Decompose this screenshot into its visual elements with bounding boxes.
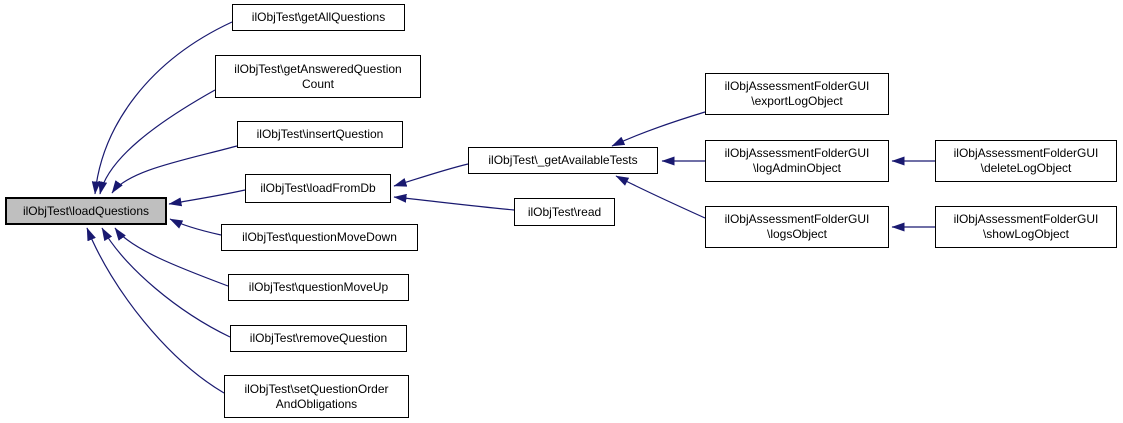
edge-setQuestionOrderAndObligations-to-loadQuestions — [86, 227, 225, 394]
edge-insertQuestion-to-loadQuestions — [111, 145, 238, 194]
node-label-line: \deleteLogObject — [980, 161, 1072, 175]
node-ilobjtest-getansweredquestioncount[interactable]: ilObjTest\getAnsweredQuestion Count — [215, 55, 421, 98]
node-ilobjtest-removequestion[interactable]: ilObjTest\removeQuestion — [230, 325, 407, 352]
node-label-line: ilObjTest\getAllQuestions — [251, 10, 386, 24]
node-ilobjtest-insertquestion[interactable]: ilObjTest\insertQuestion — [237, 121, 403, 148]
node-label-line: ilObjAssessmentFolderGUI — [724, 212, 870, 226]
node-ilobjassessmentfoldergui-showlogobject[interactable]: ilObjAssessmentFolderGUI \showLogObject — [935, 206, 1117, 248]
node-ilobjtest-questionmovedown[interactable]: ilObjTest\questionMoveDown — [221, 224, 418, 251]
node-label-line: \logAdminObject — [752, 161, 842, 175]
edge-logsObject-to-getAvailableTests — [615, 175, 706, 219]
node-ilobjtest-loadfromdb[interactable]: ilObjTest\loadFromDb — [245, 174, 391, 203]
node-ilobjtest-getallquestions[interactable]: ilObjTest\getAllQuestions — [232, 4, 405, 31]
node-ilobjassessmentfoldergui-logadminobject[interactable]: ilObjAssessmentFolderGUI \logAdminObject — [705, 140, 889, 182]
node-label-line: ilObjTest\_getAvailableTests — [488, 153, 638, 167]
node-label-line: \logsObject — [766, 227, 828, 241]
node-label-line: ilObjTest\read — [527, 204, 602, 219]
node-ilobjtest-setquestionorderandobligations[interactable]: ilObjTest\setQuestionOrder AndObligation… — [224, 375, 409, 418]
edge-loadFromDb-to-loadQuestions — [168, 189, 246, 207]
node-label-line: ilObjTest\loadQuestions — [22, 203, 150, 218]
node-label-line: ilObjTest\setQuestionOrder — [244, 381, 389, 396]
node-label-line: ilObjAssessmentFolderGUI — [953, 146, 1099, 160]
node-label-line: ilObjTest\questionMoveUp — [248, 280, 389, 294]
node-label-line: AndObligations — [275, 396, 358, 411]
node-label-line: ilObjAssessmentFolderGUI — [953, 212, 1099, 226]
node-ilobjtest-loadquestions: ilObjTest\loadQuestions — [5, 197, 167, 225]
node-label-line: ilObjAssessmentFolderGUI — [724, 146, 870, 160]
node-ilobjassessmentfoldergui-deletelogobject[interactable]: ilObjAssessmentFolderGUI \deleteLogObjec… — [935, 140, 1117, 182]
edge-questionMoveDown-to-loadQuestions — [169, 218, 222, 236]
node-label-line: ilObjAssessmentFolderGUI — [724, 79, 870, 93]
edge-getAvailableTests-to-loadFromDb — [393, 163, 469, 187]
edge-getAnsweredQuestionCount-to-loadQuestions — [98, 89, 216, 195]
node-label-line: ilObjTest\removeQuestion — [249, 331, 388, 345]
node-label-line: ilObjTest\insertQuestion — [256, 127, 384, 141]
node-label-line: ilObjTest\getAnsweredQuestion — [234, 61, 402, 76]
node-ilobjtest-read[interactable]: ilObjTest\read — [514, 198, 615, 226]
node-ilobjtest-getavailabletests[interactable]: ilObjTest\_getAvailableTests — [468, 147, 658, 174]
node-ilobjassessmentfoldergui-logsobject[interactable]: ilObjAssessmentFolderGUI \logsObject — [705, 206, 889, 248]
edge-questionMoveUp-to-loadQuestions — [114, 227, 229, 287]
node-label-line: ilObjTest\questionMoveDown — [242, 230, 397, 244]
node-label-line: ilObjTest\loadFromDb — [260, 181, 376, 195]
node-label-line: Count — [301, 76, 335, 91]
node-label-line: \showLogObject — [982, 227, 1070, 241]
edge-removeQuestion-to-loadQuestions — [101, 227, 231, 338]
edge-read-to-loadFromDb — [393, 193, 515, 211]
node-ilobjtest-questionmoveup[interactable]: ilObjTest\questionMoveUp — [228, 274, 409, 301]
edge-getAllQuestions-to-loadQuestions — [91, 21, 233, 195]
node-ilobjassessmentfoldergui-exportlogobject[interactable]: ilObjAssessmentFolderGUI \exportLogObjec… — [705, 73, 889, 115]
node-label-line: \exportLogObject — [751, 94, 843, 108]
edge-exportLogObject-to-getAvailableTests — [611, 111, 706, 147]
